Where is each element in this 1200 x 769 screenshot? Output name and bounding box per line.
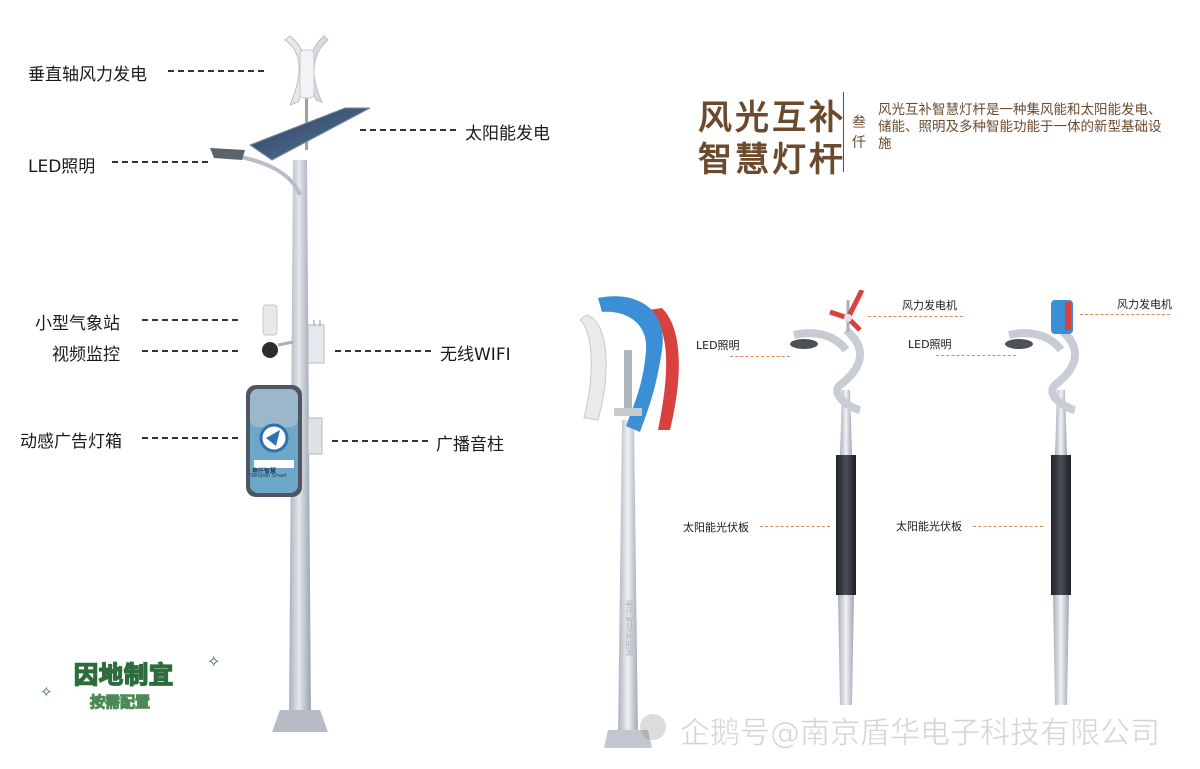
solar-panel <box>248 107 371 161</box>
ad-logo-en: Sanqian Smart <box>250 473 287 479</box>
brand-char-1: 叁 <box>852 115 866 131</box>
callout-ad-box: 动感广告灯箱 <box>20 432 122 452</box>
headline-line1: 风光互补 <box>698 98 846 138</box>
hybrid-pole-illustration-2 <box>1005 300 1079 705</box>
callout-pole3-wind: 风力发电机 <box>902 299 957 312</box>
speaker-column <box>307 417 323 455</box>
pole-base <box>272 710 328 732</box>
leader-line <box>730 356 790 357</box>
callout-solar: 太阳能发电 <box>465 124 550 144</box>
callout-pole4-led: LED照明 <box>908 338 952 351</box>
headline-line2: 智慧灯杆 <box>698 140 846 180</box>
leader-line <box>142 437 238 439</box>
sparkle-icon: ✧ <box>40 683 53 701</box>
pole-shaft <box>618 420 638 740</box>
callout-video: 视频监控 <box>52 345 120 365</box>
callout-wifi: 无线WIFI <box>440 345 511 365</box>
callout-led: LED照明 <box>28 157 96 177</box>
penguin-icon <box>640 714 666 740</box>
sparkle-icon: ✧ <box>207 652 221 671</box>
led-lamp <box>210 148 245 160</box>
vawt-turbine <box>284 35 329 150</box>
leader-line <box>112 161 208 163</box>
leader-line <box>1080 314 1170 315</box>
sticker-sub: 按需配置 <box>89 693 151 712</box>
smart-pole-illustration <box>210 35 371 732</box>
callout-pole4-wind: 风力发电机 <box>1117 298 1172 311</box>
headline-description: 风光互补智慧灯杆是一种集风能和太阳能发电、储能、照明及多种智能功能于一体的新型基… <box>878 102 1162 152</box>
leader-line <box>360 129 456 131</box>
leader-line <box>168 70 264 72</box>
callout-speaker: 广播音柱 <box>436 435 504 455</box>
turbine-blade-blue <box>598 296 663 432</box>
solar-wrap-panel <box>1051 455 1071 595</box>
wifi-box <box>307 324 325 364</box>
callout-pole3-led: LED照明 <box>696 339 740 352</box>
leader-line <box>335 350 431 352</box>
leader-line <box>142 350 238 352</box>
weather-station <box>262 304 278 336</box>
wind-pole-illustration <box>579 296 679 748</box>
turbine-blade-white <box>579 314 607 421</box>
callout-weather: 小型气象站 <box>35 314 120 334</box>
brand-char-2: 仟 <box>852 135 866 151</box>
ad-logo-text: 叁仟智慧 <box>252 468 277 475</box>
sticker-main: 因地制宜 <box>73 660 174 690</box>
leader-line <box>936 355 1016 356</box>
callout-vawt: 垂直轴风力发电 <box>28 65 147 85</box>
pole-vertical-text: 叁仟智慧新能源 <box>625 600 634 656</box>
watermark: 企鹅号@南京盾华电子科技有限公司 <box>680 716 1161 752</box>
headline-divider <box>843 92 844 172</box>
turbine-blade-red <box>648 308 679 430</box>
callout-pole4-solar: 太阳能光伏板 <box>896 520 962 533</box>
leader-line <box>760 526 830 527</box>
camera-dome <box>262 342 278 358</box>
solar-wrap-panel <box>836 455 856 595</box>
leader-line <box>973 526 1043 527</box>
hybrid-pole-illustration-1 <box>790 290 865 705</box>
leader-line <box>332 440 428 442</box>
leader-line <box>868 316 963 317</box>
leader-line <box>142 319 238 321</box>
callout-pole3-solar: 太阳能光伏板 <box>683 521 749 534</box>
